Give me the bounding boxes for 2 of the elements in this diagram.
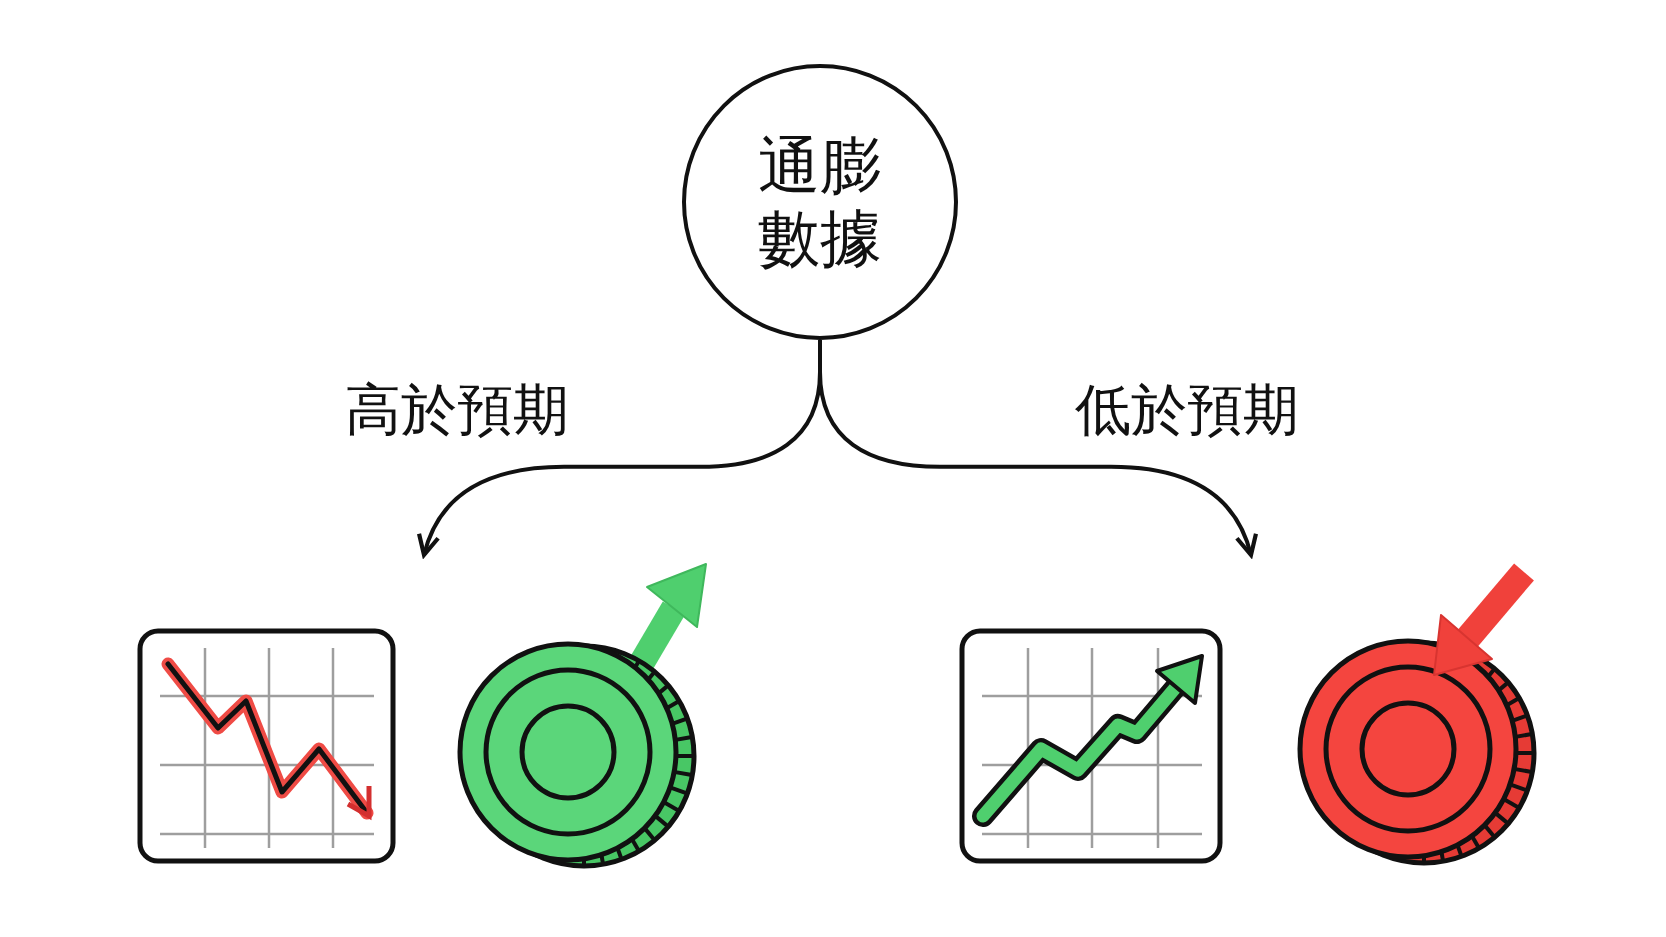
node-label: 通膨數據 xyxy=(757,128,883,276)
arrow xyxy=(818,340,1258,558)
